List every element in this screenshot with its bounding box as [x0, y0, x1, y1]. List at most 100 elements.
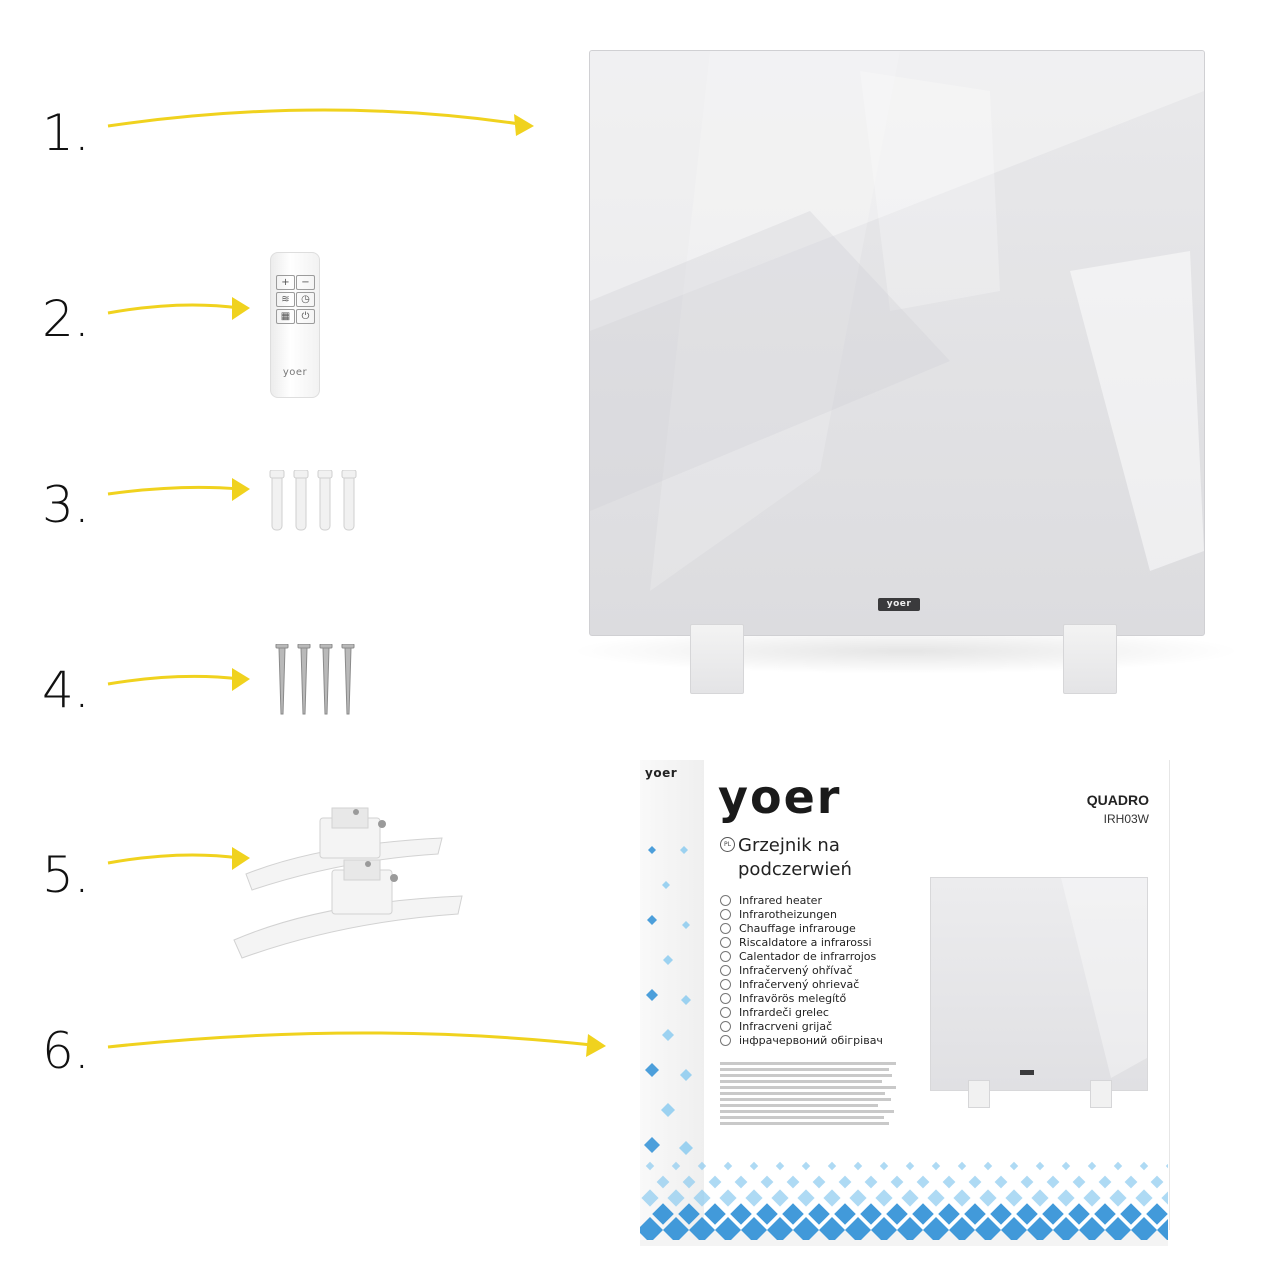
diamond-shape: [771, 1189, 789, 1207]
diamond-shape: [697, 1161, 707, 1171]
label-3: 3.: [42, 480, 90, 530]
diamond-shape: [661, 1103, 675, 1117]
diamond-shape: [949, 1217, 975, 1240]
diamond-shape: [663, 955, 673, 965]
diamond-shape: [801, 1161, 811, 1171]
diamond-shape: [671, 1161, 681, 1171]
diamond-shape: [1016, 1203, 1038, 1225]
flag-icon: [720, 992, 731, 1004]
diamond-shape: [689, 1217, 715, 1240]
diamond-shape: [1161, 1191, 1168, 1205]
diamond-shape: [793, 1217, 819, 1240]
diamond-shape: [916, 1175, 930, 1189]
diamond-shape: [662, 881, 670, 889]
label-2-dot: .: [73, 290, 90, 348]
heater-right-foot: [1063, 624, 1117, 694]
label-1-dot: .: [73, 104, 90, 162]
screws-image: [275, 644, 355, 715]
box-fine-print: [720, 1062, 896, 1128]
diamond-shape: [682, 921, 690, 929]
diamond-shape: [749, 1161, 759, 1171]
diamond-shape: [1031, 1189, 1049, 1207]
diamond-shape: [663, 1217, 689, 1240]
diamond-shape: [644, 1137, 660, 1153]
diamond-shape: [1001, 1217, 1027, 1240]
box-side-logo: yoer: [645, 766, 678, 780]
diamond-shape: [853, 1161, 863, 1171]
diamond-shape: [723, 1161, 733, 1171]
diamond-shape: [1135, 1189, 1153, 1207]
arrowhead-2: [232, 297, 250, 320]
diamond-shape: [645, 1063, 659, 1077]
diamond-shape: [864, 1175, 878, 1189]
box-title: Grzejnik na podczerwień: [738, 834, 852, 882]
diamond-shape: [782, 1203, 804, 1225]
diamond-shape: [640, 1217, 663, 1240]
diamond-shape: [662, 1029, 674, 1041]
list-item: Riscaldatore a infrarossi: [720, 935, 883, 949]
remote-wifi-icon: ≋: [276, 292, 295, 307]
label-5: 5.: [42, 850, 90, 900]
arrow-1: [107, 108, 521, 128]
diamond-shape: [1113, 1161, 1123, 1171]
remote-brand: yoer: [282, 367, 308, 378]
diamond-shape: [957, 1161, 967, 1171]
diamond-shape: [1061, 1161, 1071, 1171]
flag-icon: [720, 1034, 731, 1046]
flag-icon: [720, 964, 731, 976]
diamond-shape: [923, 1217, 949, 1240]
diamond-shape: [647, 915, 657, 925]
diamond-shape: [875, 1189, 893, 1207]
diamond-shape: [679, 1141, 693, 1155]
arrow-4: [107, 674, 241, 686]
diamond-shape: [1020, 1175, 1034, 1189]
language-label: Chauffage infrarouge: [739, 921, 856, 935]
diamond-shape: [812, 1175, 826, 1189]
list-item: Infracrveni grijač: [720, 1019, 883, 1033]
remote-timer-icon: ◷: [296, 292, 315, 307]
language-label: Infrardeči grelec: [739, 1005, 829, 1019]
diamond-shape: [734, 1175, 748, 1189]
arrow-2: [107, 303, 241, 315]
diamond-shape: [760, 1175, 774, 1189]
diamond-shape: [827, 1161, 837, 1171]
box-side-panel: [640, 760, 704, 1240]
diamond-shape: [719, 1189, 737, 1207]
diamond-shape: [819, 1217, 845, 1240]
arrowhead-6: [586, 1034, 606, 1057]
arrow-5: [107, 853, 241, 865]
heater-panel-image: [589, 50, 1205, 636]
diamond-shape: [905, 1161, 915, 1171]
box-language-list: Infrared heater Infrarotheizungen Chauff…: [720, 893, 883, 1047]
label-6: 6.: [42, 1026, 90, 1076]
language-label: Infrarotheizungen: [739, 907, 837, 921]
diamond-shape: [680, 846, 688, 854]
diamond-shape: [860, 1203, 882, 1225]
list-item: Chauffage infrarouge: [720, 921, 883, 935]
diamond-shape: [646, 989, 658, 1001]
diamond-shape: [645, 1161, 655, 1171]
diamond-shape: [775, 1161, 785, 1171]
diamond-shape: [845, 1217, 871, 1240]
remote-control-image: + − ≋ ◷ ▦ ⏻ yoer: [270, 252, 320, 398]
diamond-shape: [680, 1069, 692, 1081]
diamond-shape: [1131, 1217, 1157, 1240]
diamond-shape: [994, 1175, 1008, 1189]
language-label: Infrared heater: [739, 893, 822, 907]
diamond-shape: [741, 1217, 767, 1240]
remote-power-icon: ⏻: [296, 309, 315, 324]
list-item: Infravörös melegítő: [720, 991, 883, 1005]
list-item: Calentador de infrarrojos: [720, 949, 883, 963]
diamond-shape: [1057, 1189, 1075, 1207]
diamond-shape: [983, 1161, 993, 1171]
diamond-shape: [953, 1189, 971, 1207]
box-title-line-1: Grzejnik na: [738, 835, 840, 856]
diamond-shape: [708, 1175, 722, 1189]
diamond-shape: [886, 1203, 908, 1225]
diamond-shape: [890, 1175, 904, 1189]
arrow-6: [107, 1031, 593, 1049]
diamond-shape: [693, 1189, 711, 1207]
remote-plus-button: +: [276, 275, 295, 290]
diamond-shape: [1009, 1161, 1019, 1171]
list-item: Infrared heater: [720, 893, 883, 907]
